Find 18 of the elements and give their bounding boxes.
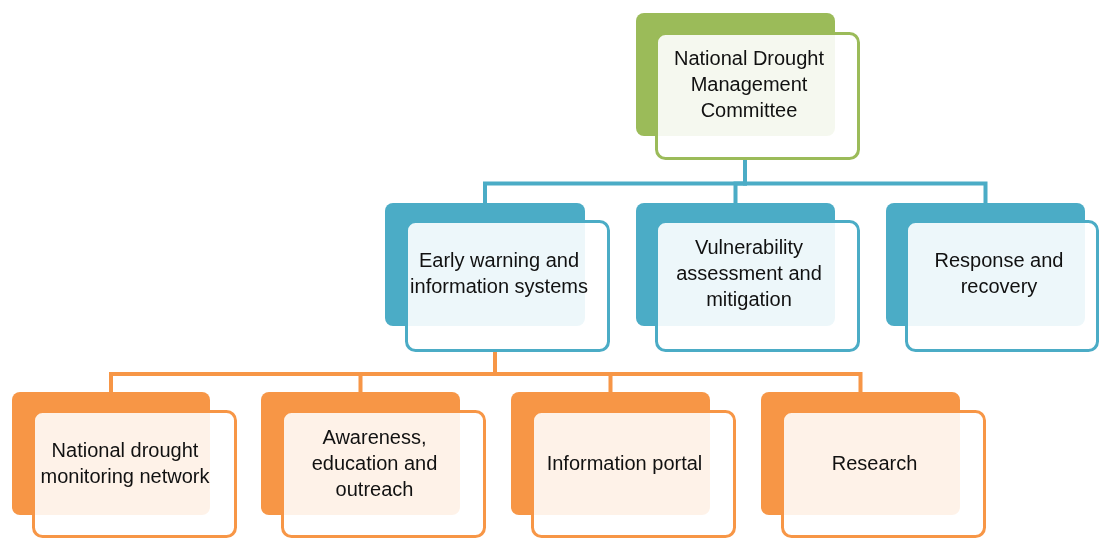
org-chart-box: [385, 203, 610, 352]
org-chart-box: [636, 13, 860, 160]
box-label: Awareness, education and outreach: [310, 424, 439, 502]
box-label: National Drought Management Committee: [672, 46, 826, 123]
org-chart-box: [511, 392, 736, 538]
box-label: Vulnerability assessment and mitigation: [675, 235, 823, 312]
org-chart-box: [636, 203, 860, 352]
connector-line: [493, 352, 863, 392]
box-label: National drought monitoring network: [39, 437, 211, 489]
org-chart-box: [261, 392, 486, 538]
connector-line: [743, 160, 988, 203]
box-label: Response and recovery: [933, 248, 1065, 299]
box-label: Information portal: [546, 450, 703, 476]
org-chart-box: [886, 203, 1099, 352]
org-chart-box: [12, 392, 237, 538]
box-label: Early warning and information systems: [409, 248, 589, 299]
org-chart-box: [761, 392, 986, 538]
box-label: Research: [831, 450, 918, 476]
